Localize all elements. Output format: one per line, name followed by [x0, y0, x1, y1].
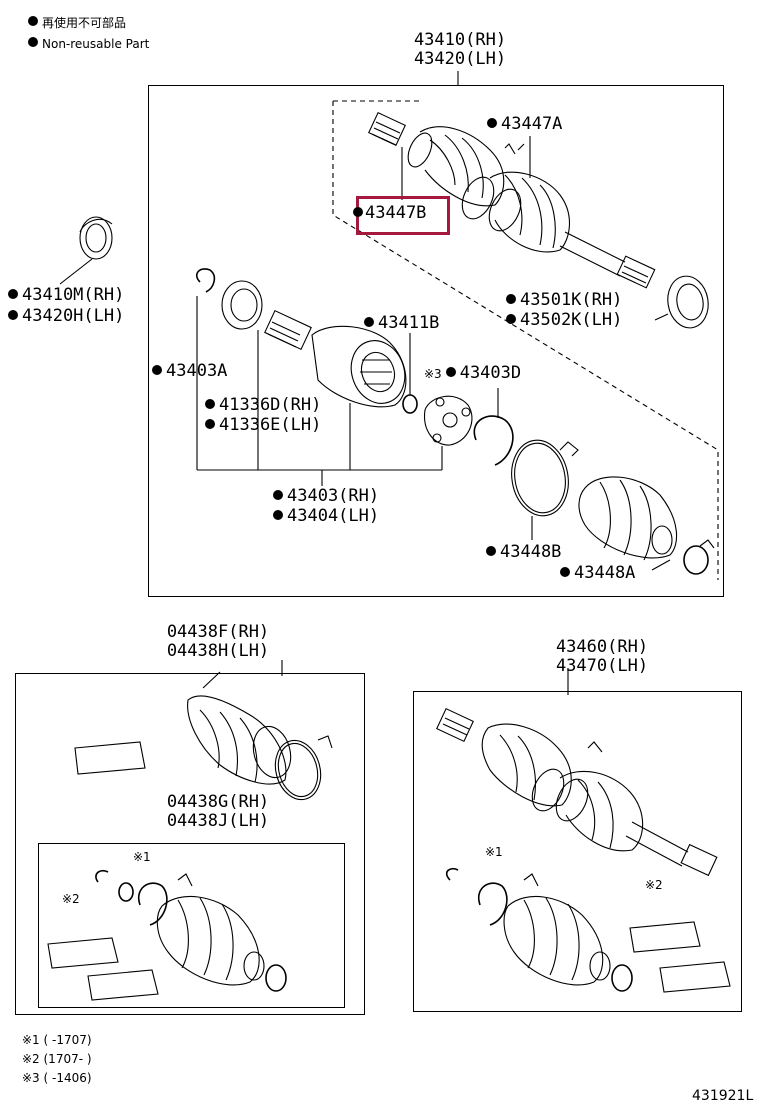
drive-shaft-drawing	[368, 111, 656, 289]
inner-boot-kit-title[interactable]: 04438G(RH) 04438J(LH)	[166, 792, 270, 831]
non-reusable-mark-icon	[353, 207, 363, 217]
assembly-right-frame	[413, 691, 742, 1012]
outer-boot-kit-frame	[15, 673, 365, 1015]
part-label-41336E[interactable]: 41336E(LH)	[205, 416, 321, 435]
part-label-41336D[interactable]: 41336D(RH)	[205, 396, 321, 415]
kit-mark-1: ※1	[133, 850, 151, 864]
non-reusable-mark-icon	[506, 314, 516, 324]
non-reusable-mark-icon	[486, 546, 496, 556]
non-reusable-mark-icon	[487, 118, 497, 128]
outer-boot-kit-title[interactable]: 04438F(RH) 04438H(LH)	[166, 622, 270, 661]
footnote-2: ※2 (1707- )	[22, 1052, 92, 1066]
inboard-boot-drawing	[578, 476, 678, 561]
kit-mark-2: ※2	[62, 892, 80, 906]
non-reusable-mark-icon	[506, 294, 516, 304]
legend-jp: 再使用不可部品	[28, 16, 126, 31]
part-label-43448A[interactable]: 43448A	[560, 564, 635, 583]
non-reusable-mark-icon	[273, 490, 283, 500]
drive-shaft-assembly-2-drawing	[436, 668, 731, 993]
non-reusable-mark-icon	[152, 365, 162, 375]
tripod-joint-drawing	[424, 395, 473, 446]
part-label-43502K[interactable]: 43502K(LH)	[506, 311, 622, 330]
assembly-right-title[interactable]: 43460(RH) 43470(LH)	[555, 637, 649, 676]
non-reusable-mark-icon	[273, 510, 283, 520]
boot-clamp-large-drawing	[511, 439, 579, 517]
bullet-icon	[28, 37, 38, 47]
part-label-43411B[interactable]: 43411B	[364, 314, 439, 333]
non-reusable-mark-icon	[205, 419, 215, 429]
non-reusable-mark-icon	[8, 310, 18, 320]
footnote-1: ※1 ( -1707)	[22, 1033, 92, 1047]
non-reusable-mark-icon	[560, 567, 570, 577]
part-label-43410M[interactable]: 43410M(RH)	[8, 286, 124, 305]
top-assembly-title[interactable]: 43410(RH) 43420(LH)	[413, 30, 507, 69]
dust-seal-left-drawing	[59, 216, 113, 285]
gasket-drawing	[221, 280, 263, 330]
dust-seal-right-drawing	[654, 275, 709, 329]
non-reusable-mark-icon	[8, 289, 18, 299]
legend-en: Non-reusable Part	[28, 37, 149, 52]
part-label-43420H[interactable]: 43420H(LH)	[8, 307, 124, 326]
assembly-mark-2: ※2	[645, 878, 663, 892]
part-label-43403A[interactable]: 43403A	[152, 362, 227, 381]
non-reusable-mark-icon	[205, 399, 215, 409]
outer-boot-kit-drawing	[74, 660, 333, 801]
bullet-icon	[28, 16, 38, 26]
main-assembly-frame	[148, 85, 724, 597]
inner-boot-kit-drawing	[47, 869, 287, 1001]
assembly-mark-1: ※1	[485, 845, 503, 859]
part-label-43448B[interactable]: 43448B	[486, 543, 561, 562]
part-label-43447B[interactable]: 43447B	[353, 204, 426, 223]
non-reusable-mark-icon	[445, 367, 456, 377]
boot-clamp-small-drawing	[683, 545, 709, 575]
part-label-43404[interactable]: 43404(LH)	[273, 507, 379, 526]
part-label-43501K[interactable]: 43501K(RH)	[506, 291, 622, 310]
inboard-joint-housing-drawing	[264, 309, 407, 408]
inner-boot-kit-frame	[38, 843, 345, 1008]
diagram-code: 431921L	[692, 1088, 754, 1104]
non-reusable-mark-icon	[364, 317, 374, 327]
part-label-43447A[interactable]: 43447A	[487, 115, 562, 134]
footnote-3: ※3 ( -1406)	[22, 1071, 92, 1085]
part-label-43403[interactable]: 43403(RH)	[273, 487, 379, 506]
